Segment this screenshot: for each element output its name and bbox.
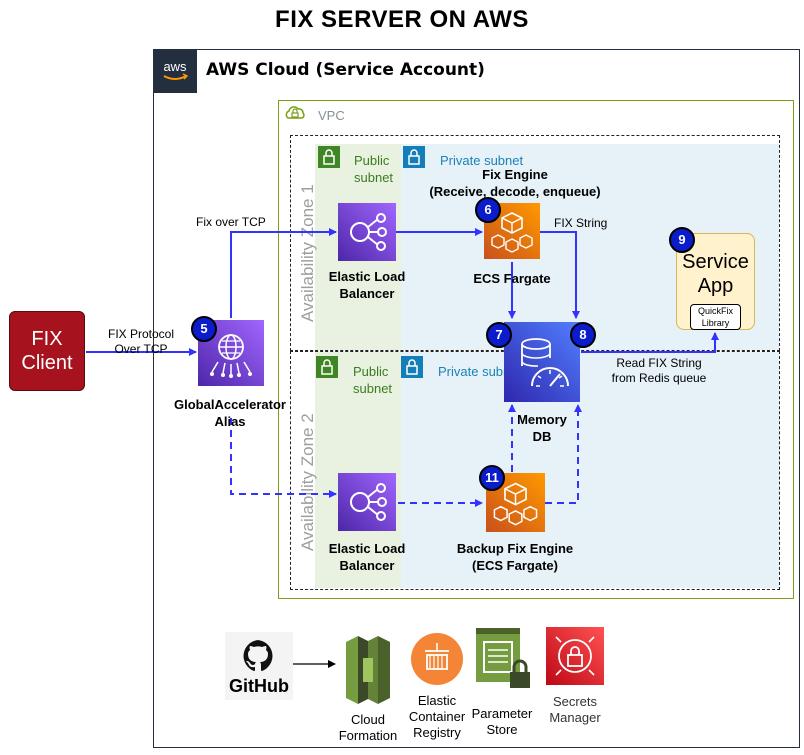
aws-logo: aws bbox=[153, 49, 197, 93]
step-badge-7: 7 bbox=[486, 322, 512, 348]
aws-cloud-group bbox=[153, 49, 800, 748]
private-subnet-2 bbox=[401, 352, 779, 588]
edge-label-fix-string: FIX String bbox=[554, 216, 608, 230]
fix-engine-label: ECS Fargate bbox=[473, 271, 551, 286]
fix-client-node: FIX Client bbox=[9, 311, 85, 391]
aws-logo-text: aws bbox=[163, 59, 187, 74]
fix-client-label: FIX Client bbox=[21, 328, 73, 374]
diagram-title: FIX SERVER ON AWS bbox=[275, 6, 529, 33]
step-badge-11: 11 bbox=[479, 465, 505, 491]
edge-engine-db-right bbox=[540, 231, 580, 319]
step-badge-9: 9 bbox=[669, 227, 695, 253]
edge-label-ga-elb: Fix over TCP bbox=[196, 215, 266, 230]
github-logo bbox=[225, 632, 293, 700]
ecr-label: Elastic Container Registry bbox=[408, 693, 466, 740]
memory-db-label: Memory DB bbox=[517, 412, 567, 444]
vpc-cloud-icon bbox=[283, 103, 307, 125]
public-subnet-1-label: Public subnet bbox=[354, 153, 394, 185]
step-badge-5: 5 bbox=[191, 316, 217, 342]
parameter-store-label: Parameter Store bbox=[471, 706, 533, 737]
cloudformation-label: Cloud Formation bbox=[338, 712, 398, 743]
public-subnet-lock-icon bbox=[318, 146, 340, 168]
cloudformation-icon bbox=[338, 630, 398, 710]
service-app-label: Service App bbox=[682, 251, 749, 297]
private-subnet-1-label: Private subnet bbox=[440, 153, 524, 168]
edge-db-app bbox=[581, 332, 719, 353]
backup-engine-label: Backup Fix Engine (ECS Fargate) bbox=[456, 541, 574, 573]
fix-engine-title: Fix Engine (Receive, decode, enqueue) bbox=[429, 167, 601, 199]
elb-2-icon bbox=[338, 473, 396, 531]
global-accelerator-label: GlobalAccelerator Alias bbox=[174, 397, 286, 429]
ecr-icon bbox=[411, 633, 463, 685]
aws-cloud-label: AWS Cloud (Service Account) bbox=[206, 60, 485, 80]
quickfix-library: QuickFix Library bbox=[690, 304, 741, 330]
step-badge-6: 6 bbox=[475, 197, 501, 223]
vpc-label: VPC bbox=[318, 108, 345, 123]
public-subnet-2-label: Public subnet bbox=[353, 364, 393, 396]
edge-label-client-ga: FIX Protocol Over TCP bbox=[107, 327, 175, 356]
public-subnet-lock-icon bbox=[316, 356, 338, 378]
elb-1-label: Elastic Load Balancer bbox=[328, 269, 406, 301]
secrets-manager-label: Secrets Manager bbox=[549, 694, 601, 725]
edge-label-read-fix: Read FIX String from Redis queue bbox=[611, 356, 707, 385]
public-subnet-2 bbox=[315, 352, 401, 588]
backup-ecs-fargate-icon bbox=[486, 473, 545, 532]
private-subnet-lock-icon bbox=[403, 146, 425, 168]
memory-db-icon bbox=[504, 322, 580, 402]
private-subnet-lock-icon bbox=[401, 356, 423, 378]
parameter-store-icon bbox=[474, 628, 532, 696]
edge-ga-elb1 bbox=[230, 228, 337, 318]
elb-2-label: Elastic Load Balancer bbox=[328, 541, 406, 573]
step-badge-8: 8 bbox=[570, 322, 596, 348]
github-label: GitHub bbox=[229, 676, 289, 696]
edge-ga-elb2 bbox=[230, 418, 337, 498]
private-subnet-2-label: Private subnet bbox=[438, 364, 522, 379]
secrets-manager-icon bbox=[546, 627, 604, 685]
elb-1-icon bbox=[338, 203, 396, 261]
vpc-group bbox=[278, 100, 794, 599]
edge-backup-db-right bbox=[545, 404, 582, 504]
